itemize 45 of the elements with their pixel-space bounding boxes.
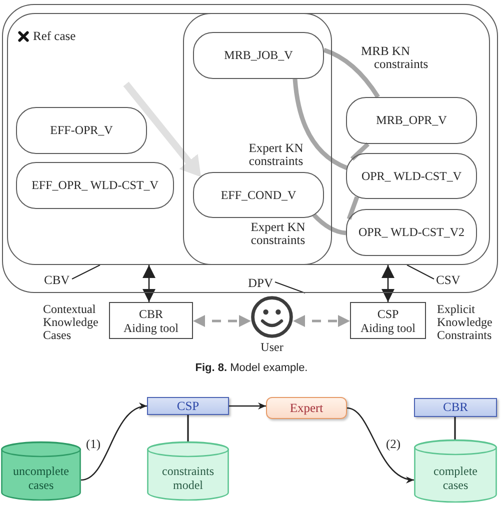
constraint-link [346, 196, 360, 220]
tool-box: CBR Aiding tool [109, 302, 193, 339]
figure-caption: Fig. 8. Model example. [195, 361, 308, 375]
double-arrow [142, 265, 156, 302]
process-box: CBR [414, 398, 497, 417]
process-box: Expert [266, 397, 347, 419]
edge-label: Expert KN constraints [248, 221, 308, 247]
arrow [346, 407, 414, 482]
variable-node: OPR_ WLD-CST_V [346, 153, 477, 199]
variable-node: OPR_ WLD-CST_V2 [346, 209, 477, 256]
region-label: CBV [44, 272, 71, 288]
database-cylinder: uncomplete cases [1, 442, 81, 500]
arrow [229, 402, 266, 410]
tool-box: CSP Aiding tool [350, 302, 426, 339]
leader-line [274, 282, 306, 294]
leader-line [406, 264, 434, 280]
region-label: DPV [248, 275, 274, 291]
variable-node: EFF_COND_V [193, 172, 324, 218]
case-label: Ref case [33, 28, 76, 44]
variable-node: MRB_OPR_V [346, 97, 477, 144]
arrow [123, 82, 201, 178]
dashed-arrow [193, 315, 251, 327]
region-label: CSV [436, 272, 462, 288]
variable-node: MRB_JOB_V [193, 32, 324, 79]
user-label: User [260, 340, 284, 354]
edge-label: Expert KN constraints [246, 142, 306, 168]
leader-line [72, 264, 100, 280]
database-cylinder: constraints model [147, 442, 229, 500]
arrow [80, 404, 148, 481]
connector-line [187, 415, 189, 442]
edge-label: (1) [86, 438, 102, 451]
description-text: Explicit Knowledge Constraints [437, 303, 492, 342]
process-box: CSP [147, 397, 229, 415]
variable-node: EFF_OPR_ WLD-CST_V [16, 162, 174, 209]
description-text: Contextual Knowledge Cases [43, 303, 98, 342]
constraint-link [323, 48, 380, 98]
constraint-link [312, 213, 346, 236]
double-arrow [382, 265, 394, 302]
dashed-arrow [293, 315, 350, 327]
variable-node: EFF-OPR_V [16, 107, 147, 154]
constraint-link [292, 78, 348, 170]
connector-line [454, 417, 456, 440]
edge-label: (2) [386, 438, 402, 451]
constraint-link [350, 142, 370, 161]
database-cylinder: complete cases [414, 440, 497, 502]
